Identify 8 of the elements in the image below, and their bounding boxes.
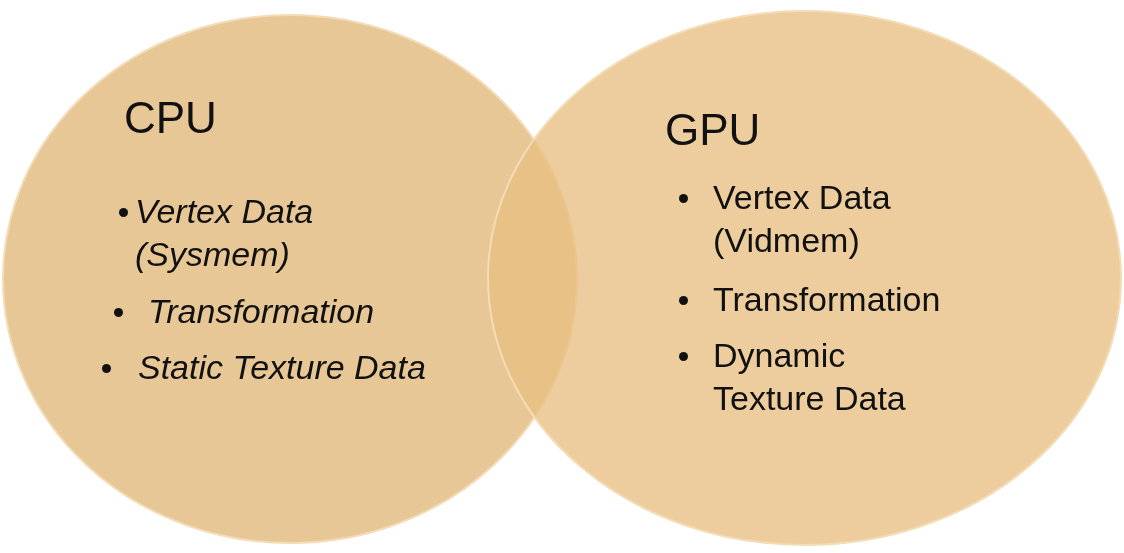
list-item: Transformation — [713, 279, 942, 320]
circle-heading: CPU — [124, 96, 217, 139]
circle-heading: GPU — [665, 108, 761, 151]
list-item: Transformation — [148, 291, 376, 332]
list-item: Dynamic Texture Data — [713, 335, 907, 419]
list-item: Static Texture Data — [138, 347, 427, 388]
list-item: Vertex Data (Vidmem) — [713, 177, 892, 261]
list-item: Vertex Data (Sysmem) — [135, 191, 315, 275]
